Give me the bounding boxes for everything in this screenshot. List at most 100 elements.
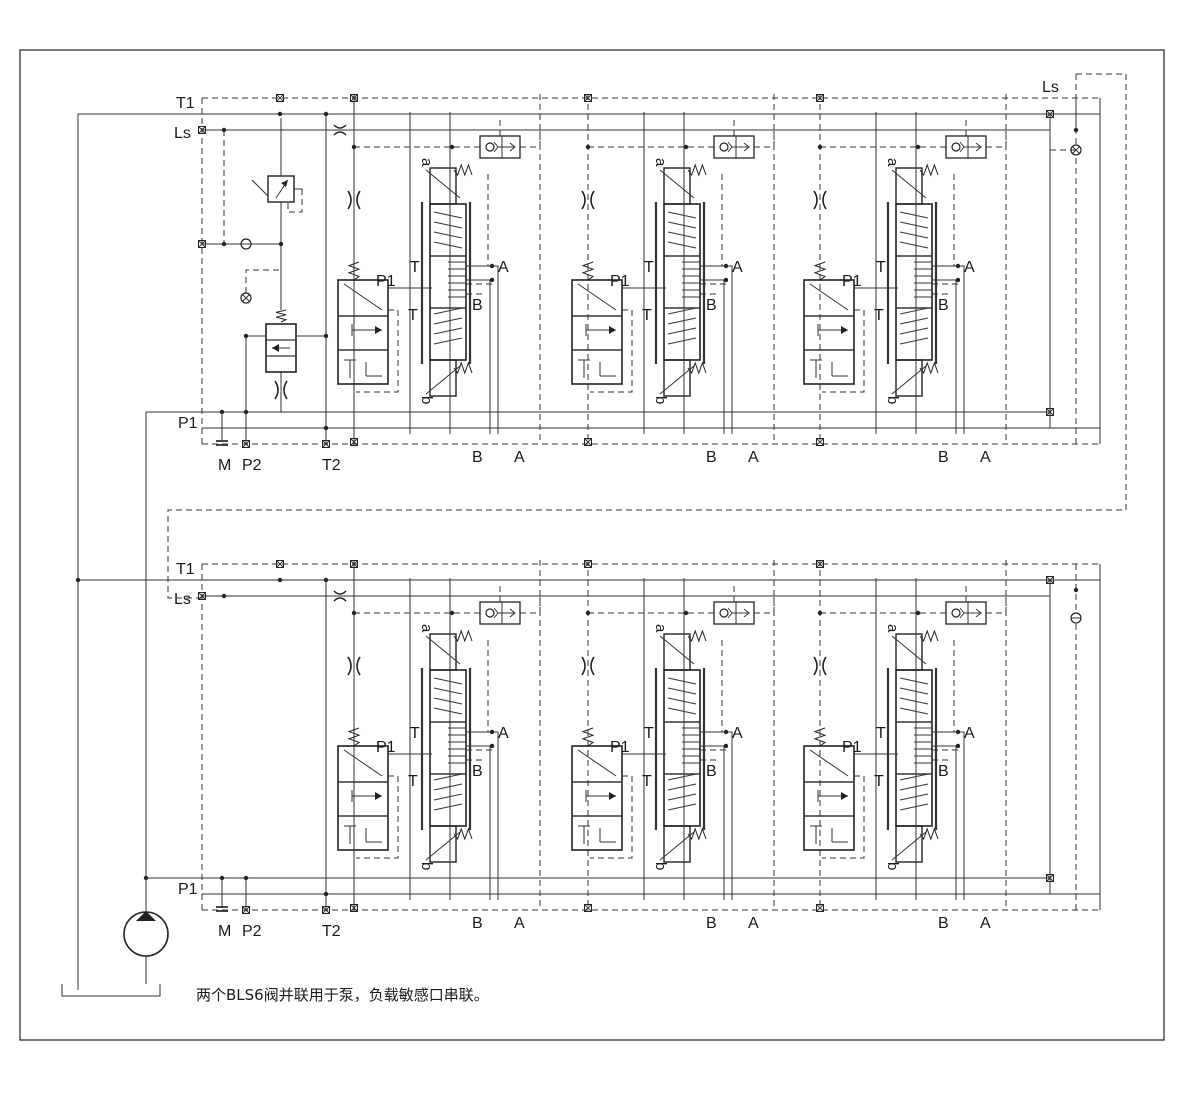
port-label-P1: P1 (610, 273, 630, 290)
junction-dot (955, 729, 961, 735)
port-plug-icon (1046, 408, 1054, 416)
port-label-Ls: Ls (174, 125, 191, 142)
junction-dot (723, 743, 729, 749)
port-plug-icon (276, 560, 284, 568)
junction-dot (955, 743, 961, 749)
orifice-icon (347, 656, 361, 676)
gauge-port-icon (240, 292, 252, 304)
orifice-icon (333, 590, 347, 602)
port-label-B: B (706, 297, 717, 314)
port-plug-icon (350, 438, 358, 446)
junction-dot (278, 241, 284, 247)
port-plug-icon (198, 240, 206, 248)
port-label-T: T (876, 259, 886, 276)
port-label-Ls: Ls (174, 591, 191, 608)
orifice-icon (813, 190, 827, 210)
port-label-T2: T2 (322, 457, 341, 474)
port-label-a: a (418, 158, 435, 167)
directional-spool-valve (420, 629, 473, 863)
port-plug-icon (816, 560, 824, 568)
spring-icon (453, 827, 473, 841)
spring-icon (919, 827, 939, 841)
port-label-b: b (884, 862, 901, 870)
spring-icon (687, 163, 707, 177)
junction-dot (323, 891, 329, 897)
orifice-icon (581, 190, 595, 210)
junction-dot (723, 263, 729, 269)
port-label-A-outlet: A (748, 449, 759, 466)
shuttle-valve-icon (479, 135, 521, 159)
port-label-A: A (498, 725, 509, 742)
junction-dot (221, 593, 227, 599)
spring-icon (813, 727, 827, 747)
junction-dot (723, 729, 729, 735)
port-label-P1: P1 (178, 415, 198, 432)
port-plug-icon (816, 94, 824, 102)
port-label-T: T (408, 773, 418, 790)
junction-dot (449, 144, 455, 150)
directional-spool-valve (654, 629, 707, 863)
junction-dot (955, 277, 961, 283)
junction-dot (817, 610, 823, 616)
port-plug-icon (816, 438, 824, 446)
port-plug-icon (816, 904, 824, 912)
pressure-compensator-valve (803, 261, 865, 393)
shuttle-valve-icon (945, 601, 987, 625)
caption: 两个BLS6阀并联用于泵，负载敏感口串联。 (196, 986, 489, 1004)
port-plug-icon (350, 904, 358, 912)
port-label-T: T (410, 259, 420, 276)
junction-dot (489, 277, 495, 283)
port-plug-icon (1046, 874, 1054, 882)
junction-dot (915, 610, 921, 616)
port-label-B-outlet: B (472, 449, 483, 466)
port-plug-icon (276, 94, 284, 102)
junction-dot (723, 277, 729, 283)
port-label-A: A (732, 259, 743, 276)
port-label-A-outlet: A (514, 915, 525, 932)
junction-dot (277, 111, 283, 117)
spring-icon (919, 163, 939, 177)
port-label-B: B (472, 297, 483, 314)
port-label-B: B (938, 763, 949, 780)
port-label-T: T (642, 307, 652, 324)
pump-icon (123, 911, 169, 984)
port-label-A: A (498, 259, 509, 276)
port-plug-icon (584, 904, 592, 912)
orifice-icon (333, 124, 347, 136)
junction-dot (323, 111, 329, 117)
port-label-b: b (652, 862, 669, 870)
pressure-compensator-valve (571, 261, 633, 393)
port-label-B-outlet: B (706, 449, 717, 466)
port-label-B: B (706, 763, 717, 780)
port-label-b: b (884, 396, 901, 404)
port-label-P1: P1 (842, 739, 862, 756)
port-plug-icon (1046, 110, 1054, 118)
port-label-T: T (876, 725, 886, 742)
spring-icon (919, 361, 939, 375)
junction-dot (817, 144, 823, 150)
orifice-icon (274, 380, 288, 400)
spring-icon (453, 361, 473, 375)
port-label-B: B (472, 763, 483, 780)
port-label-P1: P1 (376, 273, 396, 290)
pressure-compensator-valve (571, 727, 633, 859)
spring-icon (275, 309, 288, 323)
junction-dot (585, 144, 591, 150)
port-label-T: T (642, 773, 652, 790)
directional-spool-valve (886, 163, 939, 397)
junction-dot (489, 263, 495, 269)
spring-icon (919, 629, 939, 643)
gauge-port-icon (1070, 612, 1082, 624)
spring-icon (687, 361, 707, 375)
port-label-P2: P2 (242, 457, 262, 474)
port-label-A-outlet: A (980, 915, 991, 932)
port-label-P2: P2 (242, 923, 262, 940)
port-label-T2: T2 (322, 923, 341, 940)
